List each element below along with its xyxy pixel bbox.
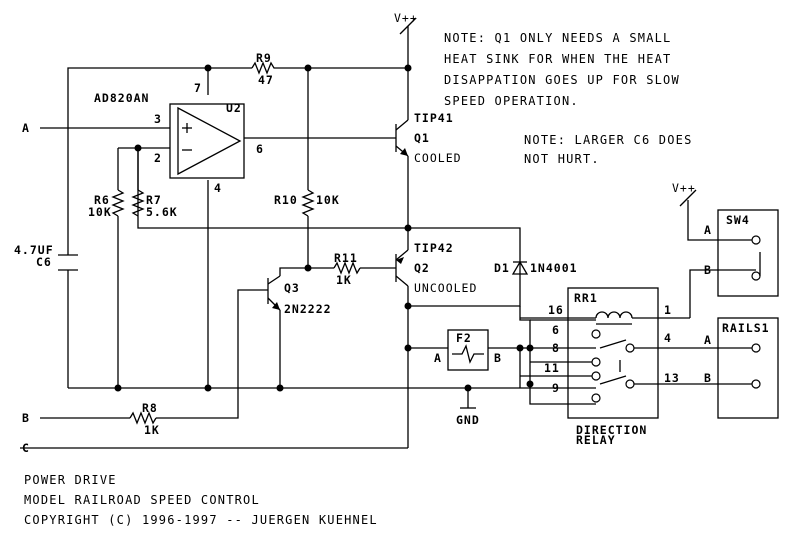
rr1-ref: RR1 (574, 291, 598, 305)
input-c-label: C (22, 441, 30, 455)
u2-part-label: AD820AN (94, 91, 149, 105)
note1-line1: NOTE: Q1 ONLY NEEDS A SMALL (444, 31, 671, 45)
sw4-pin-b: B (704, 263, 712, 277)
rails1-pin-b: B (704, 371, 712, 385)
junction-dots (114, 64, 534, 392)
q1-note: COOLED (414, 151, 462, 165)
relay-rr1 (567, 287, 659, 419)
r7-ref: R7 (146, 193, 162, 207)
q2-ref: Q2 (414, 261, 430, 275)
rr1-pin9: 9 (552, 381, 560, 395)
d1-ref: D1 (494, 261, 510, 275)
rr1-pin4: 4 (664, 331, 672, 345)
rails1-ref: RAILS1 (722, 321, 770, 335)
rr1-desc-line2: RELAY (576, 433, 616, 447)
vpp-symbol-sw4 (679, 189, 697, 207)
u2-pin6: 6 (256, 142, 264, 156)
resistor-r10 (301, 189, 315, 217)
r11-value: 1K (336, 273, 352, 287)
r10-ref: R10 (274, 193, 298, 207)
f2-ref: F2 (456, 331, 472, 345)
note1-line2: HEAT SINK FOR WHEN THE HEAT (444, 52, 671, 66)
transistor-q3 (267, 275, 281, 311)
rr1-pin13: 13 (664, 371, 680, 385)
title-line2: MODEL RAILROAD SPEED CONTROL (24, 493, 260, 507)
gnd-label: GND (456, 413, 480, 427)
resistor-r9 (251, 61, 276, 75)
c6-ref: C6 (36, 255, 52, 269)
note2-line1: NOTE: LARGER C6 DOES (524, 133, 693, 147)
wires (20, 26, 756, 449)
rr1-pin11: 11 (544, 361, 560, 375)
r8-ref: R8 (142, 401, 158, 415)
title-line1: POWER DRIVE (24, 473, 117, 487)
copyright-line: COPYRIGHT (C) 1996-1997 -- JUERGEN KUEHN… (24, 513, 378, 527)
resistor-r6 (111, 189, 125, 217)
note2-line2: NOT HURT. (524, 152, 600, 166)
labels: V++ V++ A B C AD820AN U2 7 3 2 6 4 R9 47… (14, 11, 770, 527)
q3-ref: Q3 (284, 281, 300, 295)
rr1-pin16: 16 (548, 303, 564, 317)
q3-part: 2N2222 (284, 302, 332, 316)
q2-note: UNCOOLED (414, 281, 477, 295)
input-a-label: A (22, 121, 30, 135)
rr1-pin8: 8 (552, 341, 560, 355)
resistor-r11 (333, 261, 361, 275)
input-b-label: B (22, 411, 30, 425)
r10-value: 10K (316, 193, 340, 207)
c6-value: 4.7UF (14, 243, 54, 257)
r7-value: 5.6K (146, 205, 178, 219)
rails-connector (717, 317, 779, 419)
f2-pin-b: B (494, 351, 502, 365)
u2-pin3: 3 (154, 112, 162, 126)
q1-part: TIP41 (414, 111, 454, 125)
u2-pin4: 4 (214, 181, 222, 195)
f2-pin-a: A (434, 351, 442, 365)
vpp-symbol-top (399, 17, 417, 35)
note1-line4: SPEED OPERATION. (444, 94, 579, 108)
q2-part: TIP42 (414, 241, 454, 255)
transistor-q2 (395, 249, 409, 287)
vpp-label-top: V++ (394, 11, 418, 25)
rr1-desc-line1: DIRECTION (576, 423, 647, 437)
q1-ref: Q1 (414, 131, 430, 145)
sw4-pin-a: A (704, 223, 712, 237)
r6-value: 10K (88, 205, 112, 219)
rr1-pin6: 6 (552, 323, 560, 337)
vpp-label-sw4: V++ (672, 181, 696, 195)
transistor-q1 (395, 119, 409, 157)
r9-value: 47 (258, 73, 274, 87)
diode-d1 (511, 260, 529, 275)
d1-part: 1N4001 (530, 261, 578, 275)
rr1-pin1: 1 (664, 303, 672, 317)
switch-sw4 (717, 209, 779, 297)
resistor-r8 (129, 411, 157, 425)
r8-value: 1K (144, 423, 160, 437)
r11-ref: R11 (334, 251, 358, 265)
r6-ref: R6 (94, 193, 110, 207)
u2-ref-label: U2 (226, 101, 242, 115)
capacitor-c6 (58, 254, 78, 271)
u2-pin2: 2 (154, 151, 162, 165)
opamp-u2 (169, 103, 245, 179)
note1-line3: DISAPPATION GOES UP FOR SLOW (444, 73, 680, 87)
resistor-r7 (131, 189, 145, 217)
u2-pin7: 7 (194, 81, 202, 95)
fuse-f2 (447, 329, 489, 371)
rails1-pin-a: A (704, 333, 712, 347)
r9-ref: R9 (256, 51, 272, 65)
sw4-ref: SW4 (726, 213, 750, 227)
